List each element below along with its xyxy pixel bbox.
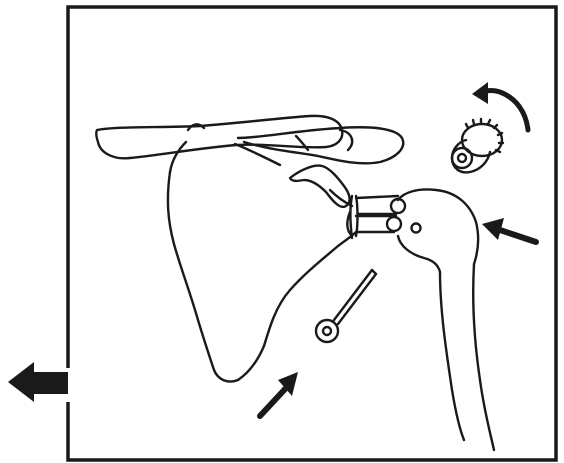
- lower-arrow-icon: [260, 372, 298, 416]
- humerus: [398, 189, 494, 450]
- scapula: [168, 124, 403, 381]
- clavicle: [96, 116, 342, 165]
- threaded-cap: [452, 119, 503, 172]
- upper-right-arrow-icon: [482, 218, 536, 242]
- coracoid-process: [290, 166, 350, 207]
- left-arrow-icon: [8, 362, 68, 402]
- joint-implant: [351, 196, 406, 238]
- screw: [316, 270, 376, 342]
